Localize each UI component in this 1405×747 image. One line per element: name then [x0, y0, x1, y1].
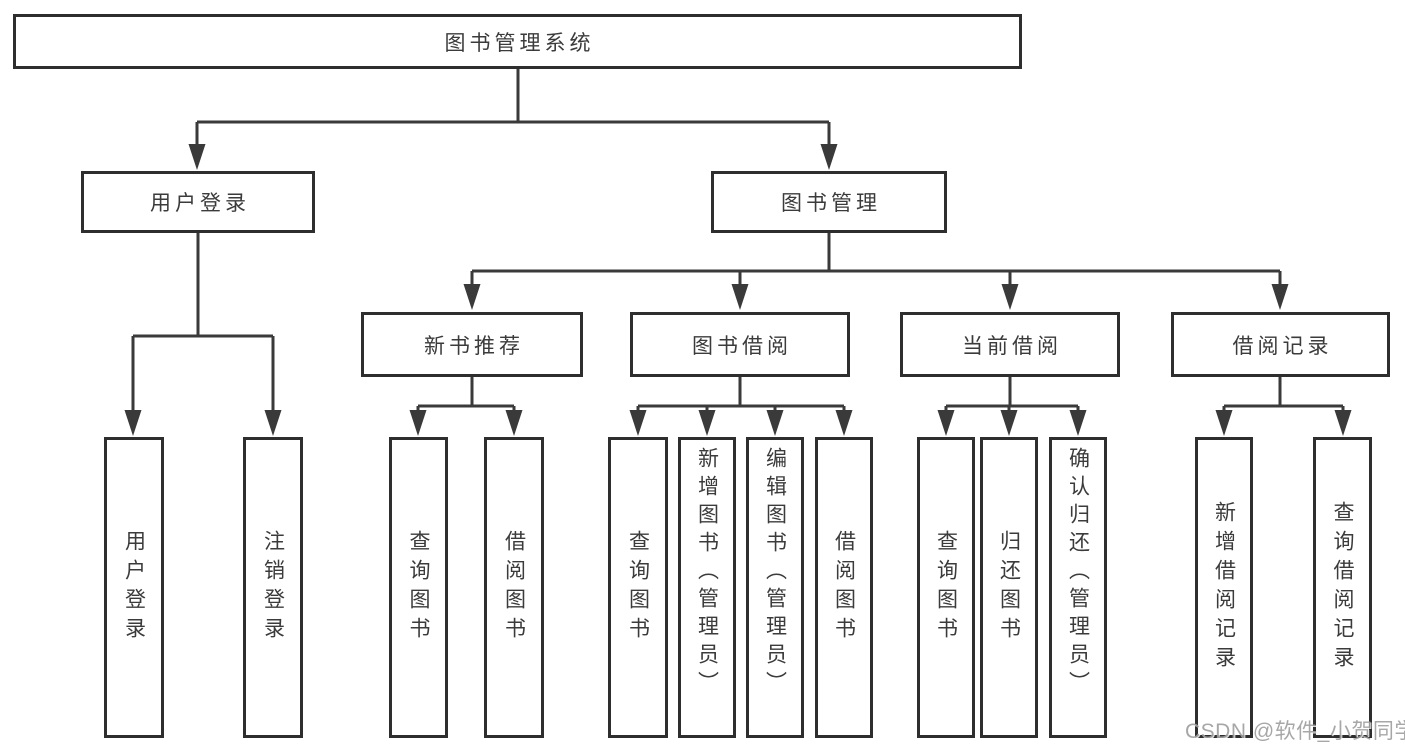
- arrowhead-icon: [1334, 410, 1352, 436]
- leaf-borrow-books-recommend: 借阅图书: [484, 437, 544, 738]
- arrowheads: [124, 144, 1352, 436]
- connector-new-book-recommend: [416, 377, 516, 412]
- connector-current-borrow: [944, 377, 1080, 412]
- arrowhead-icon: [1000, 410, 1018, 436]
- node-book-management-label: 图书管理: [781, 192, 881, 215]
- leaf-borrow-books: 借阅图书: [815, 437, 873, 738]
- arrowhead-icon: [264, 410, 282, 436]
- leaf-edit-book-admin: 编辑图书（管理员）: [746, 437, 804, 738]
- node-book-management: 图书管理: [711, 171, 947, 233]
- node-borrow-records-label: 借阅记录: [1232, 334, 1333, 358]
- leaf-label: 确认归还（管理员）: [1066, 447, 1090, 699]
- leaf-label: 查询图书: [407, 529, 430, 646]
- leaf-confirm-return-admin: 确认归还（管理员）: [1049, 437, 1107, 738]
- leaf-label: 借阅图书: [502, 529, 526, 646]
- node-new-book-recommend: 新书推荐: [361, 312, 583, 377]
- leaf-query-books-borrow: 查询图书: [608, 437, 668, 738]
- connector-borrow-records: [1222, 377, 1345, 412]
- leaf-user-login: 用户登录: [104, 437, 164, 738]
- connector-user-login: [131, 233, 275, 412]
- node-user-login: 用户登录: [81, 171, 315, 233]
- arrowhead-icon: [505, 410, 523, 436]
- leaf-add-borrow-record: 新增借阅记录: [1195, 437, 1253, 738]
- leaf-label: 归还图书: [997, 529, 1021, 646]
- leaf-query-books-recommend: 查询图书: [389, 437, 448, 738]
- arrowhead-icon: [124, 410, 142, 436]
- arrowhead-icon: [1069, 410, 1087, 436]
- arrowhead-icon: [698, 410, 716, 436]
- node-current-borrow: 当前借阅: [900, 312, 1120, 377]
- arrowhead-icon: [1001, 284, 1019, 310]
- leaf-label: 用户登录: [122, 529, 146, 646]
- leaf-label: 查询图书: [626, 529, 650, 646]
- connector-root: [195, 69, 831, 146]
- arrowhead-icon: [835, 410, 853, 436]
- leaf-label: 借阅图书: [832, 529, 856, 646]
- leaf-logout: 注销登录: [243, 437, 303, 738]
- leaf-query-books-current: 查询图书: [917, 437, 975, 738]
- arrowhead-icon: [409, 410, 427, 436]
- node-new-book-recommend-label: 新书推荐: [424, 334, 524, 358]
- leaf-label: 查询借阅记录: [1331, 500, 1354, 675]
- leaf-add-book-admin: 新增图书（管理员）: [678, 437, 736, 738]
- leaf-label: 注销登录: [261, 529, 285, 646]
- arrowhead-icon: [1215, 410, 1233, 436]
- node-borrow-records: 借阅记录: [1171, 312, 1390, 377]
- node-current-borrow-label: 当前借阅: [962, 334, 1062, 358]
- arrowhead-icon: [188, 144, 206, 170]
- connector-book-management: [470, 233, 1282, 286]
- node-user-login-label: 用户登录: [150, 192, 250, 215]
- node-root-label: 图书管理系统: [444, 31, 595, 55]
- arrowhead-icon: [766, 410, 784, 436]
- leaf-label: 查询图书: [934, 529, 958, 646]
- leaf-label: 新增借阅记录: [1212, 500, 1236, 675]
- arrowhead-icon: [731, 284, 749, 310]
- leaf-query-borrow-record: 查询借阅记录: [1313, 437, 1372, 738]
- node-book-borrow-label: 图书借阅: [692, 334, 792, 358]
- leaf-return-book: 归还图书: [980, 437, 1038, 738]
- leaf-label: 新增图书（管理员）: [695, 447, 719, 699]
- arrowhead-icon: [463, 284, 481, 310]
- arrowhead-icon: [937, 410, 955, 436]
- leaf-label: 编辑图书（管理员）: [763, 447, 787, 699]
- arrowhead-icon: [1271, 284, 1289, 310]
- node-book-borrow: 图书借阅: [630, 312, 850, 377]
- arrowhead-icon: [629, 410, 647, 436]
- watermark-text: CSDN @软件_小贺同学: [1185, 720, 1405, 743]
- node-root: 图书管理系统: [13, 14, 1022, 69]
- arrowhead-icon: [820, 144, 838, 170]
- connector-book-borrow: [636, 377, 846, 412]
